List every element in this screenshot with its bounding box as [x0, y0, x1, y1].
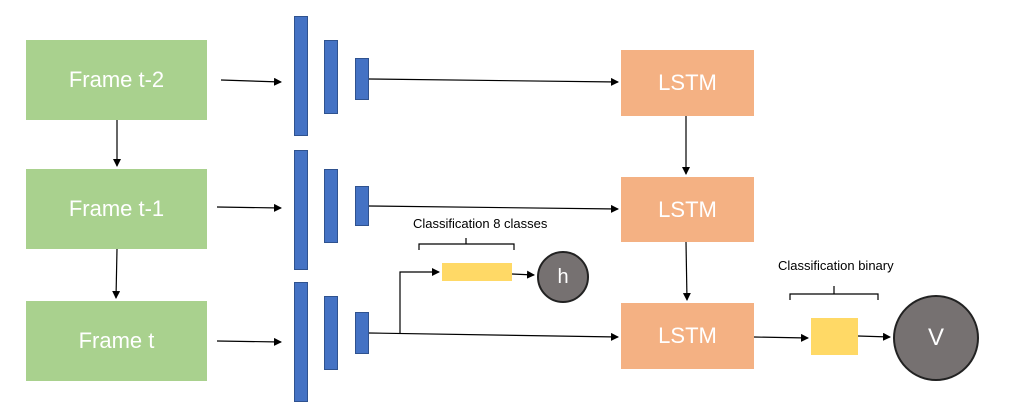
- arrow-frame-t-minus-2-to-cnn: [220, 77, 282, 86]
- frame-t-label: Frame t: [78, 328, 155, 353]
- cnn-layer-2-row-1: [324, 40, 338, 114]
- output-v-circle: V: [893, 295, 979, 381]
- arrow-lstm-bottom-to-binary-classifier: [753, 333, 809, 342]
- arrow-frame-t-minus-1-to-cnn: [216, 203, 282, 212]
- lstm-bottom-label: LSTM: [658, 323, 717, 348]
- lstm-middle: LSTM: [621, 177, 754, 242]
- cnn-layer-1-row-1: [294, 16, 308, 136]
- arrow-frame-t-to-cnn: [216, 337, 282, 346]
- classification-8-classes-label: Classification 8 classes: [413, 216, 548, 231]
- frame-t-minus-1-label: Frame t-1: [68, 196, 165, 221]
- classification-binary-label: Classification binary: [778, 258, 894, 273]
- arrow-binary-classifier-to-v: [857, 332, 891, 341]
- cnn-layer-3-row-1: [355, 58, 369, 100]
- arrow-cnn-row-2-to-lstm-middle: [368, 204, 619, 213]
- cnn-layer-2-row-3: [324, 296, 338, 370]
- lstm-bottom: LSTM: [621, 303, 754, 369]
- output-v-label: V: [927, 324, 944, 351]
- bracket-classification-binary: [789, 286, 879, 300]
- frame-t-minus-2: Frame t-2: [26, 40, 207, 120]
- cnn-layer-2-row-2: [324, 169, 338, 243]
- frame-t: Frame t: [26, 301, 207, 381]
- arrow-cnn-row-1-to-lstm-top: [368, 77, 619, 86]
- frame-t-minus-1: Frame t-1: [26, 169, 207, 249]
- output-h-label: h: [557, 265, 569, 288]
- arrow-frame-t-minus-1-to-t: [112, 248, 121, 299]
- arrow-classifier-8-to-h: [511, 270, 535, 279]
- cnn-layer-3-row-2: [355, 186, 369, 226]
- cnn-layer-1-row-3: [294, 282, 308, 402]
- classifier-binary-block: [811, 318, 858, 355]
- lstm-top: LSTM: [621, 50, 754, 116]
- arrow-branch-to-classifier-8: [399, 268, 440, 333]
- lstm-top-label: LSTM: [658, 70, 717, 95]
- frame-t-minus-2-label: Frame t-2: [68, 67, 165, 92]
- arrow-lstm-middle-to-bottom: [682, 241, 691, 301]
- cnn-layer-3-row-3: [355, 312, 369, 354]
- output-h-circle: h: [537, 251, 589, 303]
- arrow-cnn-row-3-to-lstm-bottom: [368, 332, 619, 341]
- classifier-8-classes-block: [442, 263, 512, 281]
- lstm-middle-label: LSTM: [658, 196, 717, 222]
- cnn-layer-1-row-2: [294, 150, 308, 270]
- bracket-classification-8: [418, 238, 515, 250]
